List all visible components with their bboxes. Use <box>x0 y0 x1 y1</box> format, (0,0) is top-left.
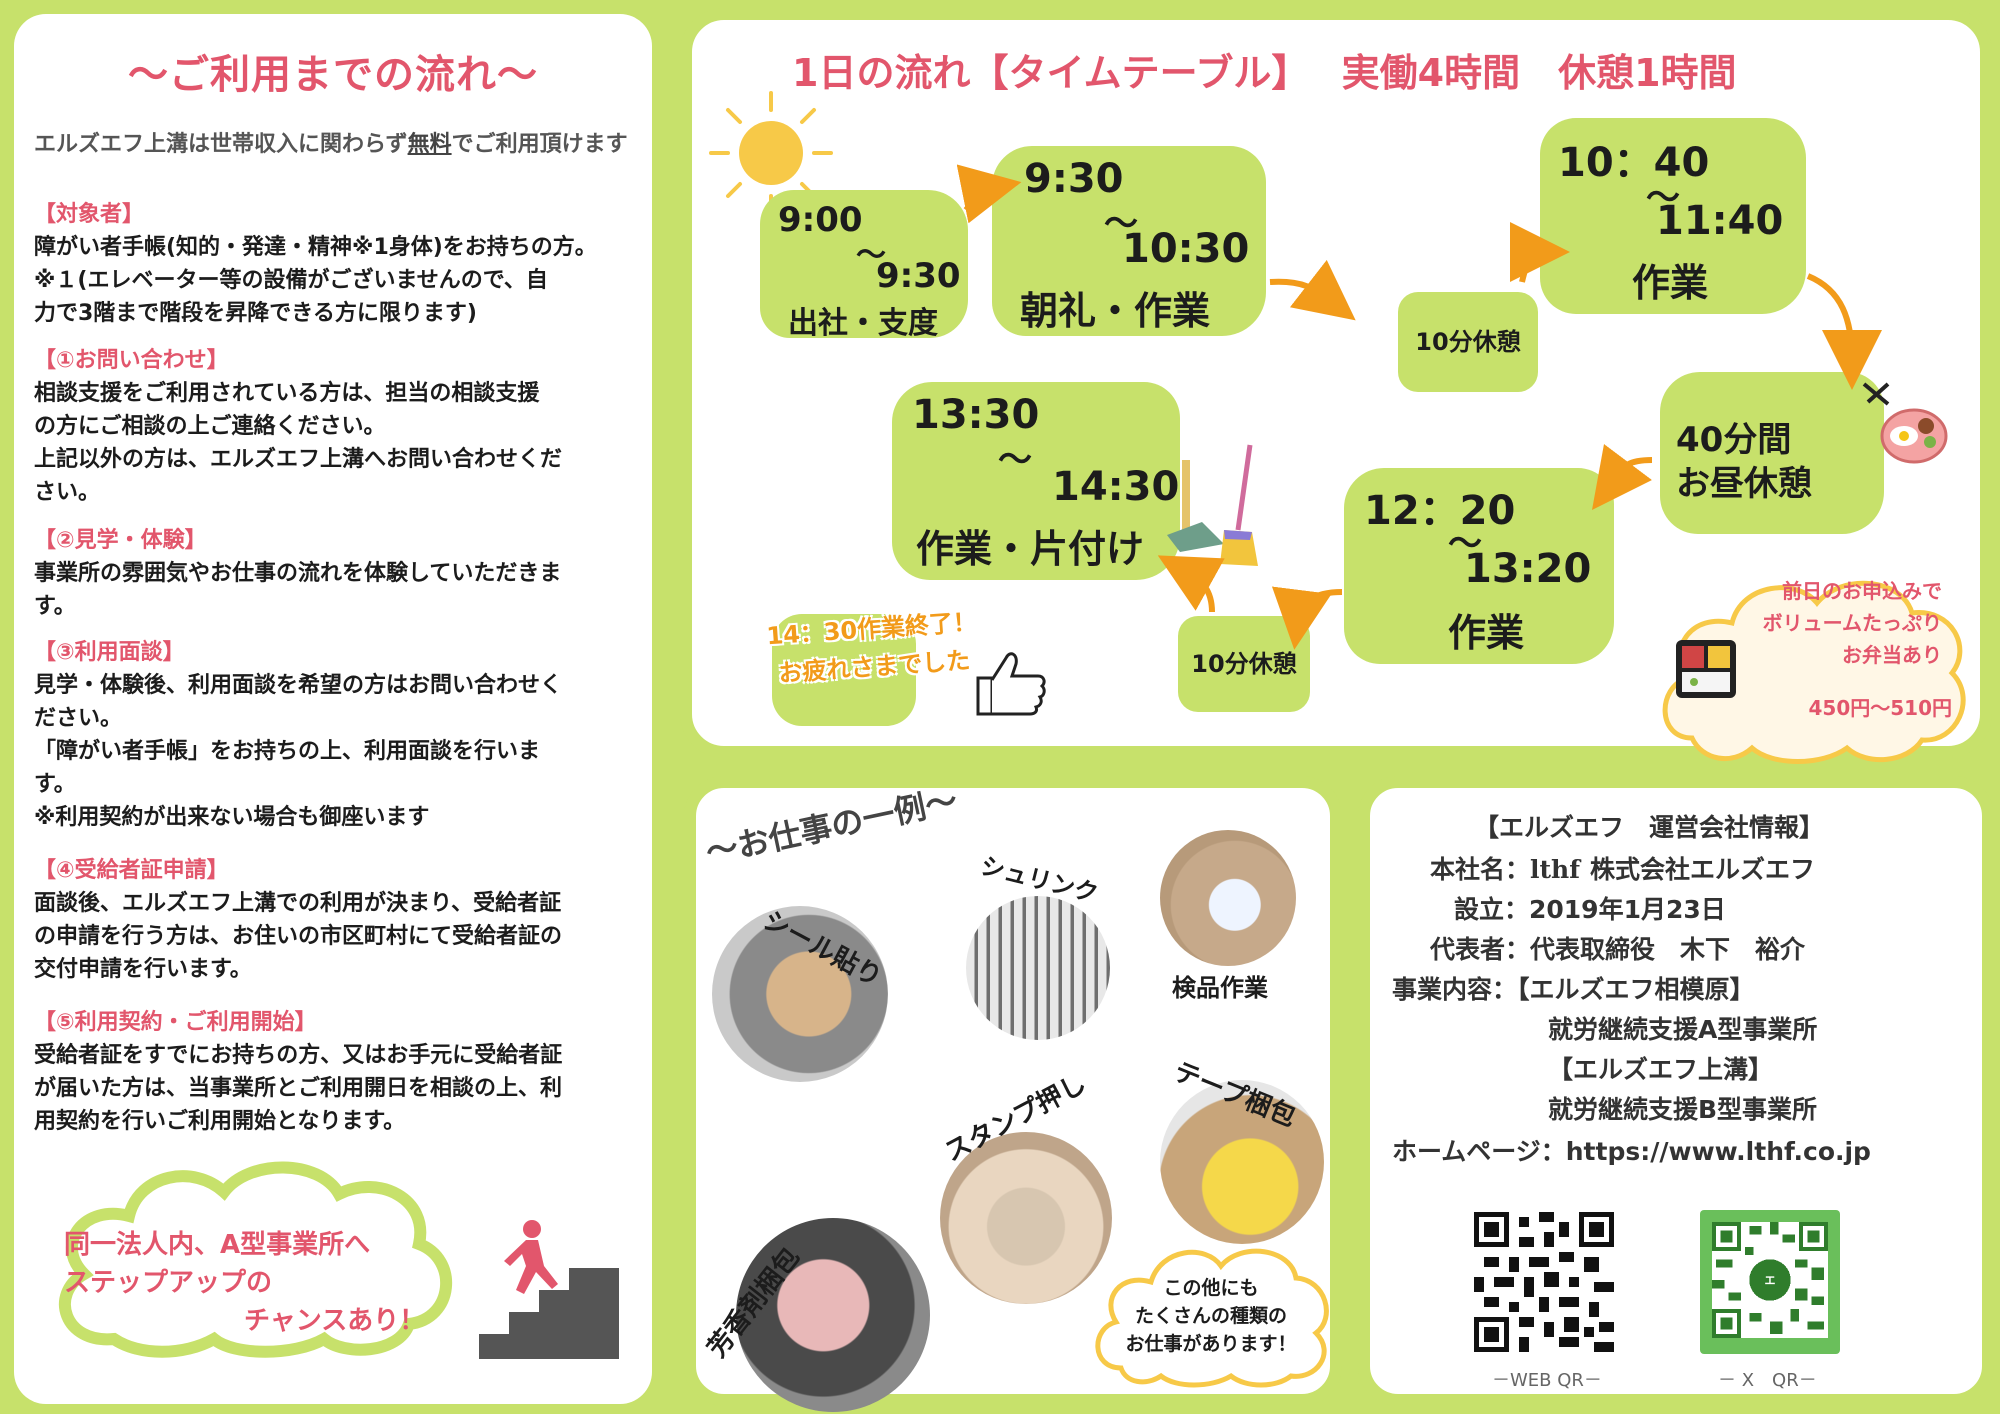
web-qr-label: －WEB QR－ <box>1492 1370 1602 1391</box>
section-line: 上記以外の方は、エルズエフ上溝へお問い合わせくだ <box>34 447 563 472</box>
section-interview: 【③利用面談】 見学・体験後、利用面談を希望の方はお問い合わせく ださい。 「障… <box>34 636 654 834</box>
lunch-break: 40分間 お昼休憩 <box>1660 372 1884 534</box>
section-inquiry: 【①お問い合わせ】 相談支援をご利用されている方は、担当の相談支援 の方にご相談… <box>34 344 654 509</box>
section-line: ※利用契約が出来ない場合も御座います <box>34 805 430 830</box>
slot-1330: 13:30 〜 14:30 作業・片付け <box>892 382 1180 580</box>
slot-0900: 9:00 〜 9:30 出社・支度 <box>760 190 968 341</box>
section-line: 「障がい者手帳」をお持ちの上、利用面談を行いま <box>34 739 541 764</box>
section-contract: 【⑤利用契約・ご利用開始】 受給者証をすでにお持ちの方、又はお手元に受給者証 が… <box>34 1006 654 1138</box>
jobs-more-note: この他にも たくさんの種類の お仕事があります！ <box>1125 1277 1297 1355</box>
section-certificate: 【④受給者証申請】 面談後、エルズエフ上溝での利用が決まり、受給者証 の申請を行… <box>34 854 654 986</box>
end-badge-bg <box>772 614 916 726</box>
x-qr-code-icon[interactable] <box>1712 1222 1828 1338</box>
section-line: 面談後、エルズエフ上溝での利用が決まり、受給者証 <box>34 891 562 916</box>
section-visit: 【②見学・体験】 事業所の雰囲気やお仕事の流れを体験していただきま す。 <box>34 524 654 623</box>
section-head: 【④受給者証申請】 <box>34 858 229 883</box>
section-line: 見学・体験後、利用面談を希望の方はお問い合わせく <box>34 673 563 698</box>
bento-price: 450円〜510円 <box>1808 696 1953 720</box>
company-business-b: 就労継続支援B型事業所 <box>1548 1095 1818 1124</box>
photo-shrink <box>966 896 1110 1040</box>
x-qr-label: － X QR－ <box>1718 1370 1817 1391</box>
web-qr-code-icon[interactable] <box>1474 1212 1614 1352</box>
photo-sticker <box>712 906 888 1082</box>
section-head: 【①お問い合わせ】 <box>34 348 229 373</box>
intro-free: 無料 <box>407 132 452 157</box>
section-line: す。 <box>34 772 76 797</box>
slot-1040: 10：40 〜 11:40 作業 <box>1540 118 1806 314</box>
jobs-title: 〜お仕事の一例〜 <box>702 781 961 872</box>
photo-stamp <box>940 1132 1112 1304</box>
section-target: 【対象者】 障がい者手帳(知的・発達・精神※1身体)をお持ちの方。 ※１(エレベ… <box>34 198 654 330</box>
section-line: 交付申請を行います。 <box>34 957 252 982</box>
photo-tape <box>1160 1080 1324 1244</box>
flow-panel: 〜ご利用までの流れ〜 エルズエフ上溝は世帯収入に関わらず無料でご利用頂けます 【… <box>14 14 652 1404</box>
section-head: 【③利用面談】 <box>34 640 185 665</box>
intro-text: エルズエフ上溝は世帯収入に関わらず無料でご利用頂けます <box>34 128 634 161</box>
company-heading: 【エルズエフ 運営会社情報】 <box>1474 813 1825 842</box>
section-line: 力で3階まで階段を昇降できる方に限ります) <box>34 301 477 326</box>
section-head: 【②見学・体験】 <box>34 528 207 553</box>
company-business-a: 就労継続支援A型事業所 <box>1548 1015 1818 1044</box>
thumbs-up-icon <box>976 652 1046 716</box>
section-line: 用契約を行いご利用開始となります。 <box>34 1109 406 1134</box>
bento-note-text: 前日のお申込みで ボリュームたっぷり お弁当あり <box>1762 579 1942 667</box>
section-head: 【対象者】 <box>34 202 145 227</box>
photo-inspection <box>1160 830 1296 966</box>
step-up-line: 同一法人内、A型事業所へ <box>64 1230 371 1260</box>
break-10min-1: 10分休憩 <box>1398 292 1538 392</box>
slot-1220: 12：20 〜 13:20 作業 <box>1344 468 1614 664</box>
section-line: ださい。 <box>34 706 123 731</box>
timetable-title: 1日の流れ【タイムテーブル】 実働4時間 休憩1時間 <box>792 51 1737 95</box>
company-rep: 代表者：代表取締役 木下 裕介 <box>1430 935 1806 964</box>
section-line: が届いた方は、当事業所とご利用開日を相談の上、利 <box>34 1076 563 1101</box>
bento-icon <box>1862 382 1948 464</box>
section-line: す。 <box>34 594 76 619</box>
timetable-panel: 1日の流れ【タイムテーブル】 実働4時間 休憩1時間 9:00 〜 9:30 出… <box>680 8 1992 764</box>
flow-title: 〜ご利用までの流れ〜 <box>128 52 538 98</box>
jobs-cloud-shape <box>1095 1248 1329 1388</box>
step-up-line: ステップアップの <box>64 1268 273 1298</box>
company-business-b-head: 【エルズエフ上溝】 <box>1548 1055 1774 1084</box>
company-founded: 設立：2019年1月23日 <box>1454 895 1726 924</box>
broom-dustpan-icon <box>1167 444 1258 566</box>
cloud-shape <box>59 1161 453 1358</box>
company-business: 事業内容：【エルズエフ相模原】 <box>1392 975 1755 1004</box>
break-10min-2: 10分休憩 <box>1178 616 1310 712</box>
company-logo: lthf <box>1530 855 1580 884</box>
section-line: ※１(エレベーター等の設備がございませんので、自 <box>34 268 548 293</box>
company-homepage: ホームページ：https://www.lthf.co.jp <box>1392 1137 1871 1166</box>
stairs-climber-icon <box>479 1220 619 1359</box>
section-head: 【⑤利用契約・ご利用開始】 <box>34 1010 317 1035</box>
x-qr-badge-text: エ <box>1764 1274 1776 1287</box>
bento-cloud-shape <box>1662 580 1966 764</box>
section-line: の申請を行う方は、お住いの市区町村にて受給者証の <box>34 924 563 949</box>
step-up-line: チャンスあり！ <box>244 1306 426 1336</box>
section-line: 障がい者手帳(知的・発達・精神※1身体)をお持ちの方。 <box>34 235 597 260</box>
step-up-message: 同一法人内、A型事業所へ ステップアップの チャンスあり！ <box>64 1226 444 1340</box>
section-line: 受給者証をすでにお持ちの方、又はお手元に受給者証 <box>34 1043 563 1068</box>
intro-part-a: エルズエフ上溝は世帯収入に関わらず <box>34 132 408 157</box>
photo-air-freshener <box>736 1218 930 1412</box>
section-line: の方にご相談の上ご連絡ください。 <box>34 414 386 439</box>
section-line: 事業所の雰囲気やお仕事の流れを体験していただきま <box>34 561 562 586</box>
section-line: さい。 <box>34 480 101 505</box>
slot-0930: 9:30 〜 10:30 朝礼・作業 <box>992 146 1266 336</box>
intro-part-b: でご利用頂けます <box>451 132 628 157</box>
job-label: 検品作業 <box>1172 974 1268 1002</box>
jobs-panel: 〜お仕事の一例〜 シール貼り シュリンク 検品作業 スタンプ押し テープ梱包 芳… <box>684 776 1342 1412</box>
section-line: 相談支援をご利用されている方は、担当の相談支援 <box>34 381 540 406</box>
bento-box-icon <box>1676 640 1736 698</box>
